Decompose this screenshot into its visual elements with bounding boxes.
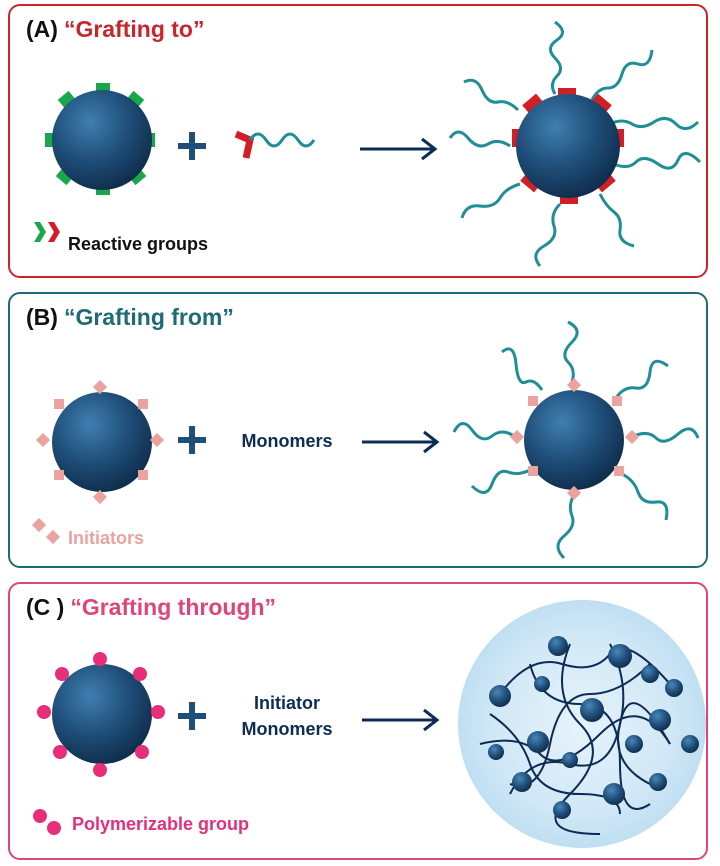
- initiators-legend-icon: [31, 517, 61, 545]
- panel-c-label: (C ): [26, 594, 65, 620]
- initiator-groups-attached: [509, 377, 640, 501]
- nanoparticle-icon: [516, 94, 620, 198]
- nanoparticle-icon: [52, 664, 152, 764]
- arrow-right-icon: [362, 708, 440, 732]
- panel-c-name: “Grafting through”: [70, 594, 277, 620]
- grown-particle: [452, 320, 700, 560]
- panel-a-label: (A): [26, 16, 58, 42]
- panel-c-artwork: [33, 600, 706, 848]
- reactive-groups-legend: Reactive groups: [68, 234, 209, 254]
- panel-a-title: (A)“Grafting to”: [26, 16, 204, 43]
- panel-a-name: “Grafting to”: [63, 16, 205, 42]
- panel-grafting-through: (C )“Grafting through”: [8, 582, 708, 860]
- monomers-label: Monomers: [241, 719, 333, 739]
- plus-icon: [178, 426, 206, 454]
- grafted-chains: [448, 20, 702, 267]
- polymerizable-groups: [37, 652, 165, 777]
- crosslinked-network: [458, 600, 706, 848]
- grafted-particle: [448, 20, 702, 267]
- polymer-chain-icon: [234, 130, 316, 159]
- panel-b-title: (B)“Grafting from”: [26, 304, 234, 331]
- panel-grafting-from: (B)“Grafting from”: [8, 292, 708, 568]
- grown-chains: [452, 320, 700, 560]
- plus-icon: [178, 132, 206, 160]
- initiators-legend: Initiators: [68, 528, 145, 548]
- initiator-groups: [35, 379, 165, 505]
- panel-grafting-to: (A)“Grafting to”: [8, 4, 708, 278]
- panel-c-title: (C )“Grafting through”: [26, 594, 276, 621]
- polymerizable-group-legend: Polymerizable group: [72, 814, 250, 834]
- polymerizable-legend-icon: [33, 809, 61, 835]
- plus-icon: [178, 702, 206, 730]
- panel-a-artwork: [34, 20, 702, 267]
- arrow-right-icon: [360, 137, 438, 161]
- monomers-label: Monomers: [241, 431, 333, 451]
- nanoparticle-icon: [52, 90, 152, 190]
- panel-b-artwork: [31, 320, 700, 560]
- initiator-label: Initiator: [254, 693, 320, 713]
- panel-b-label: (B): [26, 304, 58, 330]
- initiator-monomers-label: Initiator Monomers: [228, 690, 346, 742]
- panel-b-name: “Grafting from”: [63, 304, 234, 330]
- nanoparticle-icon: [52, 392, 152, 492]
- network-particles: [488, 636, 699, 819]
- reactive-groups-legend-icon: [34, 222, 60, 242]
- nanoparticle-icon: [524, 390, 624, 490]
- arrow-right-icon: [362, 430, 440, 454]
- reactive-groups: [45, 83, 155, 195]
